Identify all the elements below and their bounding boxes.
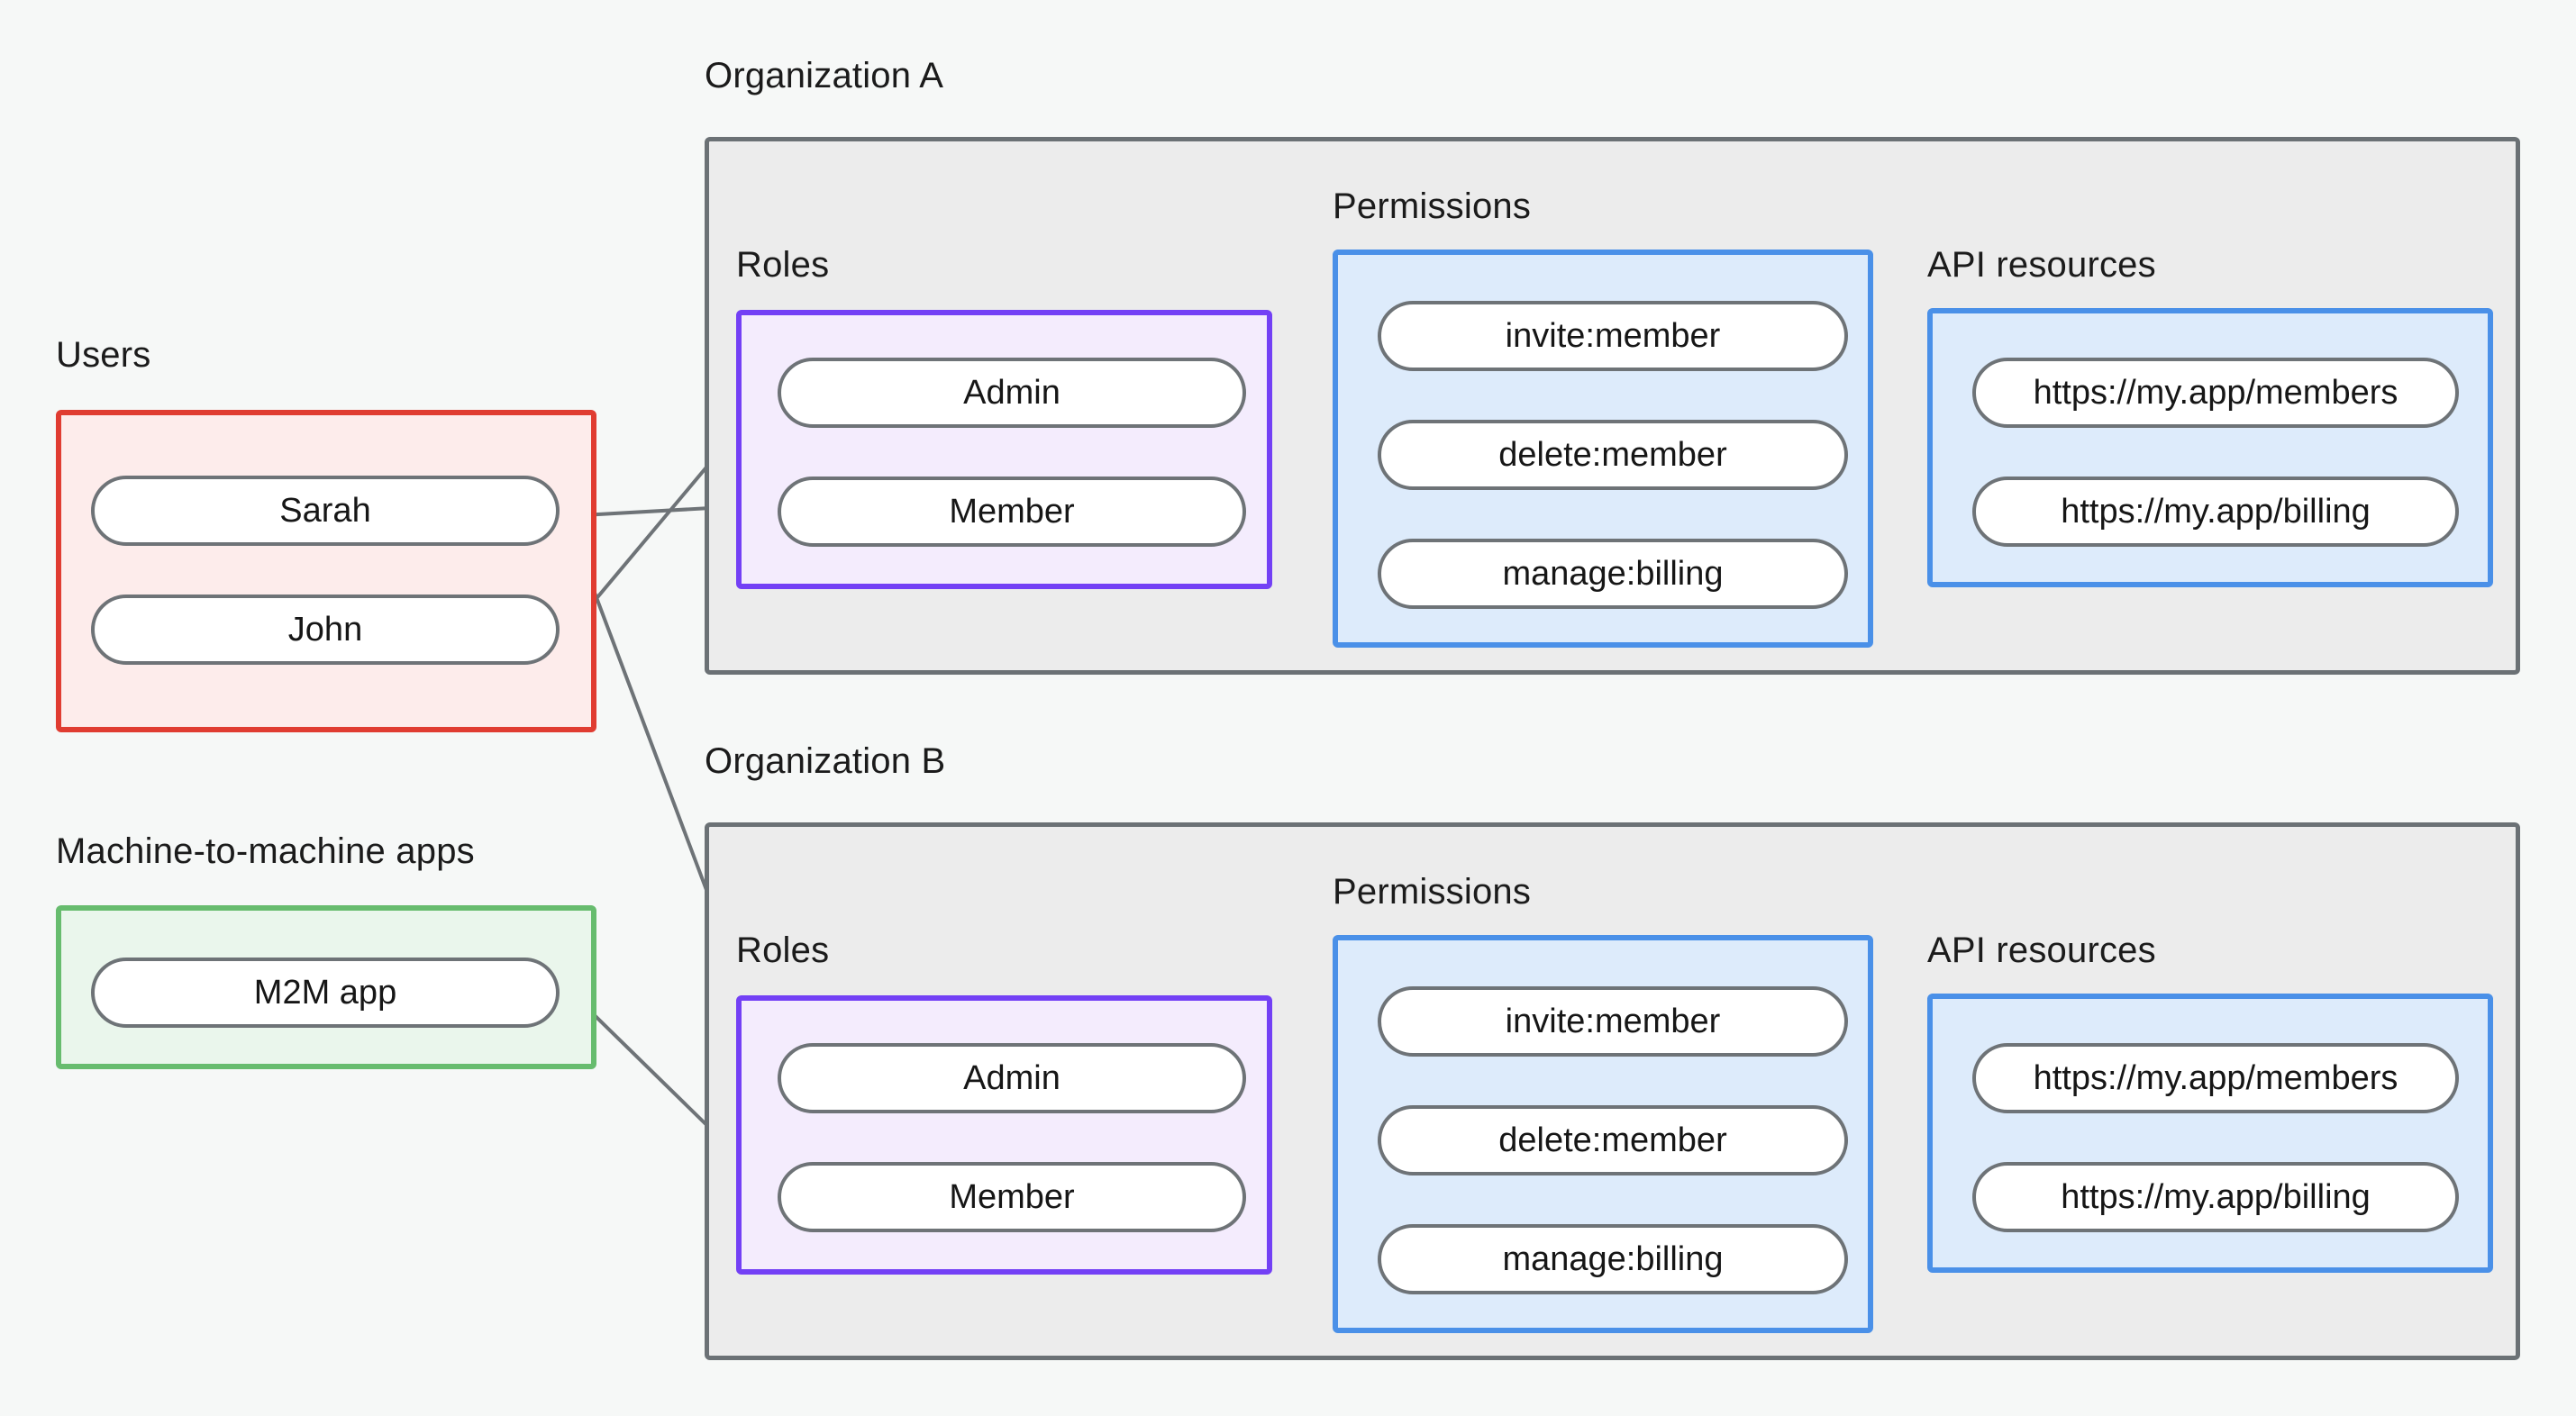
m2m-group: M2M app bbox=[56, 905, 596, 1069]
org-a-permissions-label: Permissions bbox=[1333, 186, 1532, 226]
org-a-label: Organization A bbox=[705, 56, 944, 95]
org-a-roles-label: Roles bbox=[736, 245, 830, 285]
org-b-api-label: API resources bbox=[1927, 930, 2156, 970]
org-a-permission-pill-manage-billing[interactable]: manage:billing bbox=[1378, 539, 1848, 609]
org-b-group: Roles Admin Member Permissions invite:me… bbox=[705, 822, 2520, 1360]
users-group: Sarah John bbox=[56, 410, 596, 732]
users-section-label: Users bbox=[56, 335, 151, 375]
org-b-api-group: https://my.app/members https://my.app/bi… bbox=[1927, 994, 2493, 1273]
org-b-permissions-group: invite:member delete:member manage:billi… bbox=[1333, 935, 1873, 1333]
org-b-label: Organization B bbox=[705, 741, 946, 781]
org-b-permission-pill-manage-billing[interactable]: manage:billing bbox=[1378, 1224, 1848, 1294]
org-a-permission-pill-invite-member[interactable]: invite:member bbox=[1378, 301, 1848, 371]
org-a-role-pill-member[interactable]: Member bbox=[778, 477, 1246, 547]
org-a-api-label: API resources bbox=[1927, 245, 2156, 285]
org-a-api-pill-billing[interactable]: https://my.app/billing bbox=[1972, 477, 2459, 547]
org-a-group: Roles Admin Member Permissions invite:me… bbox=[705, 137, 2520, 675]
org-b-permissions-label: Permissions bbox=[1333, 872, 1532, 912]
org-a-permission-pill-delete-member[interactable]: delete:member bbox=[1378, 420, 1848, 490]
org-a-roles-group: Admin Member bbox=[736, 310, 1272, 589]
org-a-permissions-group: invite:member delete:member manage:billi… bbox=[1333, 250, 1873, 648]
org-b-roles-group: Admin Member bbox=[736, 995, 1272, 1275]
org-b-roles-label: Roles bbox=[736, 930, 830, 970]
org-b-api-pill-billing[interactable]: https://my.app/billing bbox=[1972, 1162, 2459, 1232]
org-a-api-pill-members[interactable]: https://my.app/members bbox=[1972, 358, 2459, 428]
org-b-api-pill-members[interactable]: https://my.app/members bbox=[1972, 1043, 2459, 1113]
org-b-permission-pill-delete-member[interactable]: delete:member bbox=[1378, 1105, 1848, 1175]
org-b-permission-pill-invite-member[interactable]: invite:member bbox=[1378, 986, 1848, 1057]
m2m-pill-app[interactable]: M2M app bbox=[91, 958, 560, 1028]
org-a-api-group: https://my.app/members https://my.app/bi… bbox=[1927, 308, 2493, 587]
org-a-role-pill-admin[interactable]: Admin bbox=[778, 358, 1246, 428]
org-b-role-pill-admin[interactable]: Admin bbox=[778, 1043, 1246, 1113]
org-b-role-pill-member[interactable]: Member bbox=[778, 1162, 1246, 1232]
m2m-section-label: Machine-to-machine apps bbox=[56, 831, 475, 871]
user-pill-john[interactable]: John bbox=[91, 595, 560, 665]
user-pill-sarah[interactable]: Sarah bbox=[91, 476, 560, 546]
